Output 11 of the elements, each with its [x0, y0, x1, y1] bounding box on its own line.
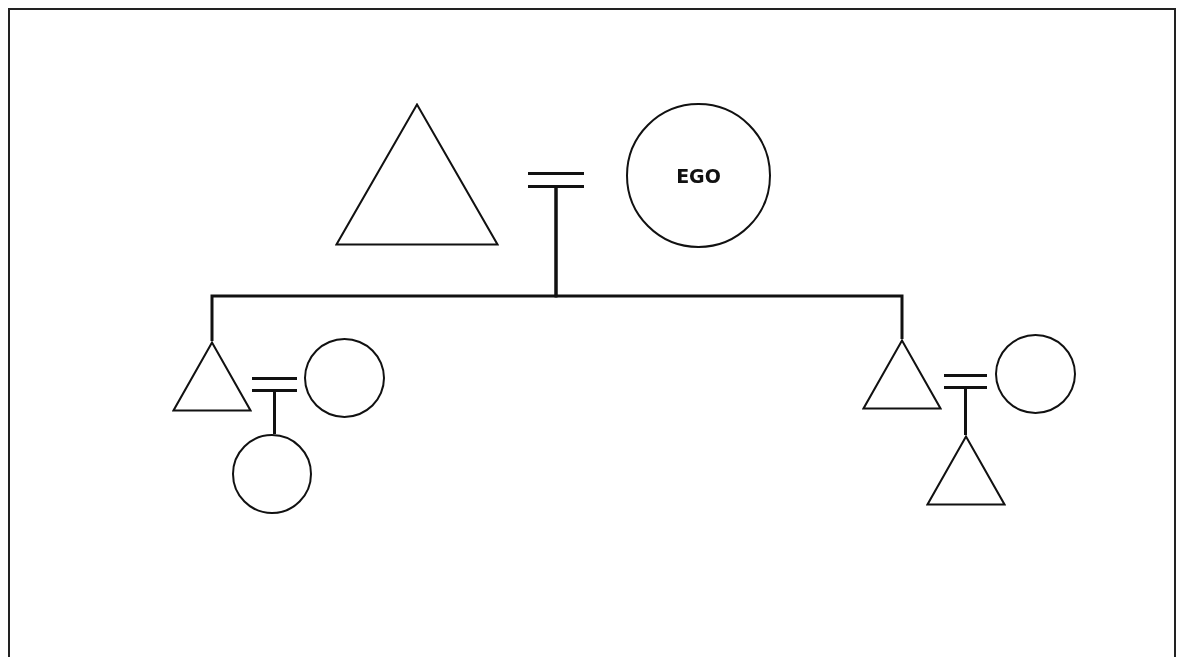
descent-line	[554, 188, 904, 339]
descent-line	[273, 392, 276, 434]
male-triangle	[862, 339, 942, 410]
male-triangle	[335, 103, 499, 246]
male-triangle	[926, 435, 1006, 506]
male-triangle	[172, 341, 252, 412]
marriage-sign	[252, 377, 297, 392]
node-label: EGO	[676, 164, 721, 187]
descent-line	[964, 389, 967, 435]
marriage-sign	[528, 172, 584, 188]
marriage-sign	[944, 374, 987, 389]
